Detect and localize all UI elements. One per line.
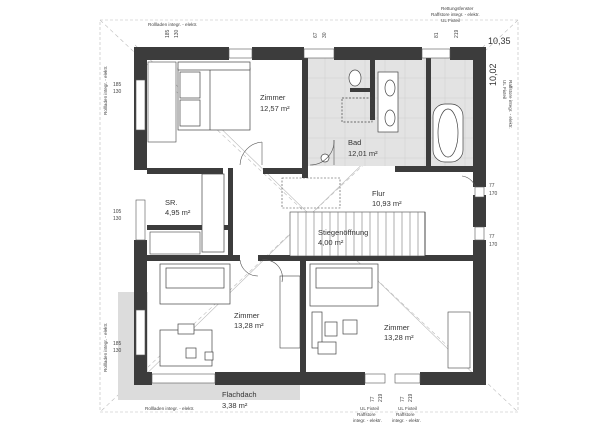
windows bbox=[135, 48, 485, 384]
note-br-3: integr. - elektr. bbox=[392, 418, 421, 423]
dim-170-right: 170 bbox=[489, 191, 498, 197]
flur-name: Flur bbox=[372, 189, 385, 198]
note-rettung-1: Rettungsfenster bbox=[441, 6, 474, 11]
sr-area: 4,95 m² bbox=[165, 208, 191, 217]
note-bl-1: UL Fixteil bbox=[360, 406, 379, 411]
dim-81-top: 81 bbox=[434, 32, 440, 38]
bed-top bbox=[177, 61, 251, 131]
stair-opening bbox=[281, 177, 426, 257]
bath-fixtures bbox=[320, 69, 464, 163]
dim-30-top: 30 bbox=[322, 32, 328, 38]
dim-130-left: 130 bbox=[113, 89, 122, 95]
dim-main-top: 10,35 bbox=[488, 36, 511, 46]
note-br-1: UL Fixteil bbox=[398, 406, 417, 411]
shelf-sr bbox=[149, 231, 201, 255]
bad-name: Bad bbox=[348, 138, 361, 147]
dim-185-left2: 185 bbox=[113, 341, 122, 347]
zimmer-br-area: 13,28 m² bbox=[384, 333, 414, 342]
flur-area: 10,93 m² bbox=[372, 199, 402, 208]
dim-105-left: 105 bbox=[113, 209, 122, 215]
dim-170-right2: 170 bbox=[489, 242, 498, 248]
note-rettung-2: Raffstore integr. - elektr. bbox=[431, 12, 480, 17]
note-rollladen-bottom: Rollladen integr. - elektr. bbox=[145, 406, 194, 411]
zimmer-top-area: 12,57 m² bbox=[260, 104, 290, 113]
sr-name: SR. bbox=[165, 198, 178, 207]
note-rettung-3: UL Fixteil bbox=[441, 18, 460, 23]
dim-77-right2: 77 bbox=[489, 234, 495, 240]
dim-219-bottom2: 219 bbox=[408, 393, 414, 402]
door-swings bbox=[239, 139, 477, 283]
desk-bl bbox=[159, 323, 214, 367]
dim-219-bottom: 219 bbox=[378, 393, 384, 402]
dim-130-top: 130 bbox=[174, 29, 180, 38]
zimmer-bl-name: Zimmer bbox=[234, 311, 260, 320]
dim-185-left: 185 bbox=[113, 82, 122, 88]
dim-219-top: 219 bbox=[454, 29, 460, 38]
wardrobe-bl bbox=[279, 275, 301, 349]
stiege-area: 4,00 m² bbox=[318, 238, 344, 247]
desk-br bbox=[311, 311, 358, 355]
zimmer-bl-area: 13,28 m² bbox=[234, 321, 264, 330]
note-right-2: Raffstore integr. - elektr. bbox=[508, 80, 513, 129]
dim-130-left2: 130 bbox=[113, 216, 122, 222]
dim-77-bottom: 77 bbox=[370, 396, 376, 402]
dim-77-bottom2: 77 bbox=[400, 396, 406, 402]
zimmer-br-name: Zimmer bbox=[384, 323, 410, 332]
note-rollladen-left-bottom: Rollladen integr. - elektr. bbox=[103, 323, 108, 372]
wardrobe-br bbox=[447, 311, 471, 369]
bed-br bbox=[309, 263, 379, 307]
note-bl-2: Raffstore bbox=[357, 412, 376, 417]
note-br-2: Raffstore bbox=[396, 412, 415, 417]
bed-bl bbox=[159, 263, 231, 305]
dim-67-top: 67 bbox=[313, 32, 319, 38]
bad-area: 12,01 m² bbox=[348, 149, 378, 158]
note-bl-3: integr. - elektr. bbox=[353, 418, 382, 423]
stiege-name: Stiegenöffnung bbox=[318, 228, 368, 237]
note-rollladen-left-top: Rollladen integr. - elektr. bbox=[103, 66, 108, 115]
flachdach-area: 3,38 m² bbox=[222, 401, 248, 410]
dim-main-right: 10,02 bbox=[488, 63, 498, 86]
dim-185-top: 185 bbox=[165, 29, 171, 38]
wardrobe-sr bbox=[201, 173, 225, 253]
flachdach-name: Flachdach bbox=[222, 390, 257, 399]
zimmer-top-name: Zimmer bbox=[260, 93, 286, 102]
dim-130-left3: 130 bbox=[113, 348, 122, 354]
note-rollladen-top: Rollladen integr. - elektr. bbox=[148, 22, 197, 27]
wardrobe-top bbox=[147, 61, 177, 143]
dim-77-right: 77 bbox=[489, 183, 495, 189]
note-right-1: UL Fixteil bbox=[502, 80, 507, 99]
